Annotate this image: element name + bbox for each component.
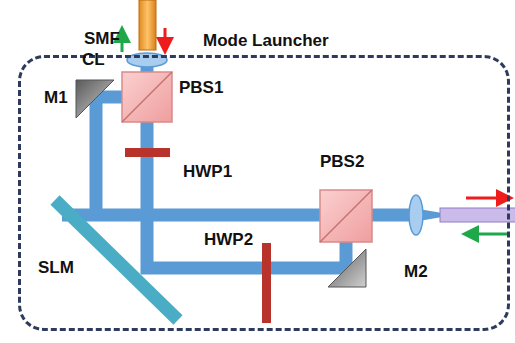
beam	[62, 62, 416, 274]
half-wave-plate	[262, 243, 271, 323]
arrow	[466, 197, 505, 200]
fiber	[139, 0, 156, 50]
component-label: SMF	[84, 29, 120, 49]
beam-splitter-cube	[122, 72, 172, 122]
component-label: PBS2	[320, 152, 364, 172]
splitter-diagonal	[122, 72, 172, 122]
beam-splitter-cube	[320, 190, 372, 242]
component-label: M1	[44, 88, 68, 108]
component-label: PBS1	[179, 78, 223, 98]
half-wave-plate	[125, 148, 170, 157]
mirror	[76, 80, 114, 118]
group-heading: Mode Launcher	[203, 31, 329, 51]
mirror	[328, 249, 366, 287]
component-label: M2	[404, 262, 428, 282]
component-label: CL	[82, 50, 105, 70]
arrow	[164, 28, 167, 46]
component-label: HWP1	[183, 162, 232, 182]
fiber	[440, 208, 515, 222]
splitter-diagonal	[320, 190, 372, 242]
lens	[409, 195, 423, 235]
component-label: SLM	[38, 258, 74, 278]
component-label: HWP2	[204, 230, 253, 250]
arrow	[470, 233, 508, 236]
arrow	[121, 34, 124, 52]
dashed-enclosure: Mode Launcher	[18, 55, 510, 331]
